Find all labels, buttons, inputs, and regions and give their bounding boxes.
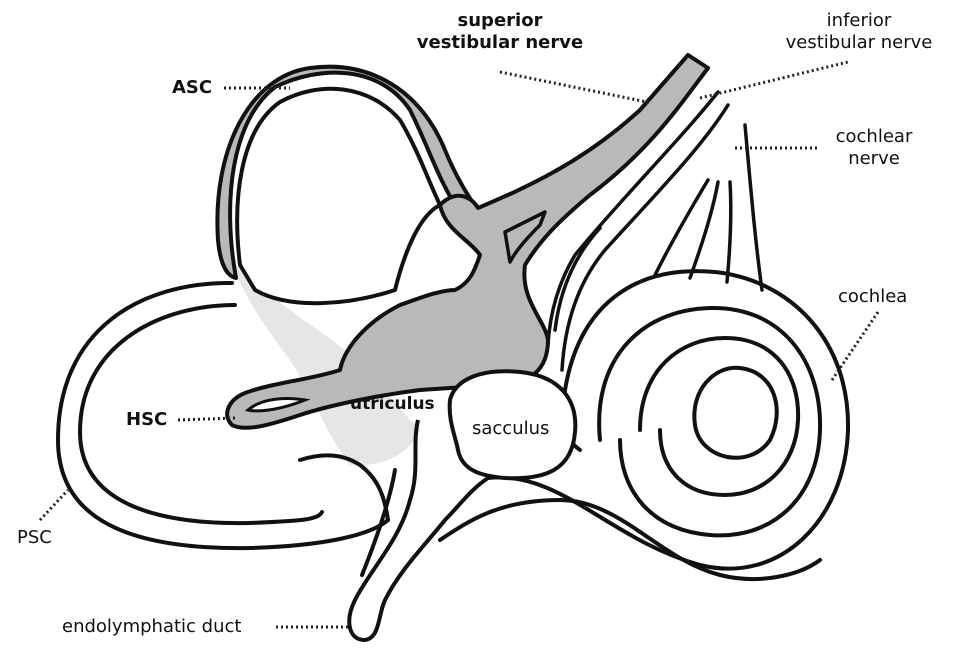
label-endolymphatic-duct: endolymphatic duct	[62, 616, 242, 637]
cochlea-base-duct	[438, 498, 822, 582]
leader-psc	[38, 488, 70, 522]
psc-canal-inner	[78, 303, 324, 526]
endolymphatic-duct-inner	[360, 468, 397, 577]
inferior-nerve-fibre-1	[546, 90, 720, 347]
cochlear-nerve-fibre-3	[725, 180, 733, 284]
leader-inferior-nerve	[699, 60, 849, 100]
superior-nerve-branch	[503, 210, 547, 264]
cochlea-outer-turn	[486, 269, 851, 571]
label-inferior-line2: vestibular nerve	[785, 32, 933, 53]
utricle-lower	[298, 453, 390, 522]
inferior-nerve-fibre-3	[553, 226, 602, 332]
endolymphatic-duct	[347, 419, 490, 642]
label-superior-line2: vestibular nerve	[416, 32, 584, 53]
cochlea-apex	[692, 365, 779, 460]
sacculus	[447, 369, 578, 481]
label-cochlear-line2: nerve	[848, 148, 900, 169]
cochlear-nerve-fibre-1	[653, 178, 710, 277]
psc-canal-outer	[56, 280, 390, 551]
label-psc: PSC	[17, 527, 52, 548]
label-cochlea: cochlea	[838, 286, 908, 307]
label-cochlear-line1: cochlear	[835, 126, 913, 147]
leader-superior-nerve	[499, 70, 653, 105]
label-superior-line1: superior	[457, 10, 543, 31]
label-inferior-vestibular-nerve: inferior vestibular nerve	[784, 10, 934, 54]
utricle-body	[225, 53, 710, 430]
cochlear-nerve-fibre-4	[743, 123, 764, 292]
label-cochlear-nerve: cochlear nerve	[822, 126, 926, 170]
cochlea-second-turn	[597, 305, 823, 538]
leader-cochlea	[830, 311, 880, 381]
hsc-canal-slot	[244, 397, 311, 413]
label-sacculus: sacculus	[472, 418, 550, 439]
label-utriculus: utriculus	[350, 394, 435, 414]
cochlea-third-turn	[638, 336, 801, 497]
label-hsc: HSC	[126, 409, 168, 430]
cochlear-nerve-fibre-2	[688, 180, 720, 280]
label-inferior-line1: inferior	[826, 10, 892, 31]
label-superior-vestibular-nerve: superior vestibular nerve	[415, 10, 585, 54]
inferior-nerve-fibre-2	[560, 103, 730, 372]
utricle-shadow	[232, 260, 420, 466]
label-asc: ASC	[172, 77, 213, 98]
asc-inner-white	[235, 86, 442, 306]
